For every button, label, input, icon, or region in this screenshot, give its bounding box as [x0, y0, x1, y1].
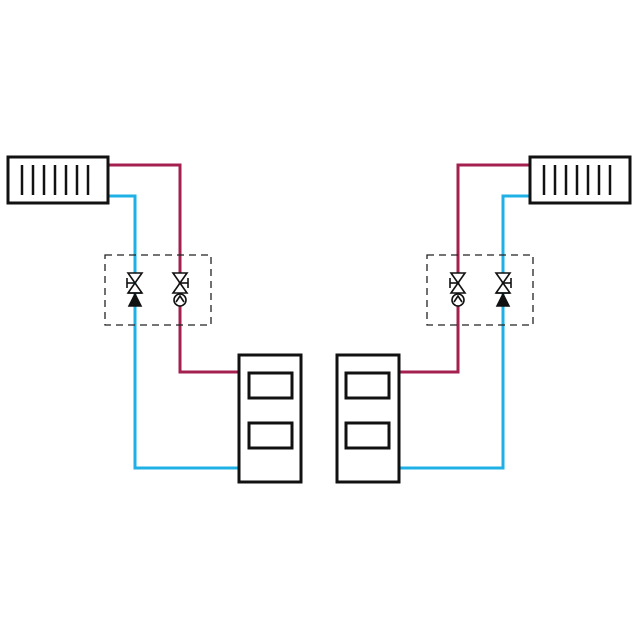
right-radiator-icon [528, 155, 632, 205]
right-return-check-valve-icon [495, 292, 511, 307]
right-valve-group-box [426, 254, 534, 326]
left-system [6, 155, 303, 484]
left-return-isolation-valve-icon [126, 272, 144, 294]
left-return-pipe [106, 194, 241, 470]
left-supply-isolation-valve-icon [171, 272, 189, 294]
right-supply-isolation-valve-icon [449, 272, 467, 294]
left-valve-group-box [104, 254, 212, 326]
left-boiler-unit-icon [237, 353, 303, 484]
right-pump-icon [451, 293, 465, 307]
left-pump-icon [173, 293, 187, 307]
right-return-isolation-valve-icon [494, 272, 512, 294]
right-return-pipe [397, 194, 532, 470]
left-supply-pipe [106, 163, 241, 374]
right-system [335, 155, 632, 484]
left-return-check-valve-icon [127, 292, 143, 307]
right-boiler-unit-icon [335, 353, 401, 484]
left-radiator-icon [6, 155, 110, 205]
right-supply-pipe [397, 163, 532, 374]
